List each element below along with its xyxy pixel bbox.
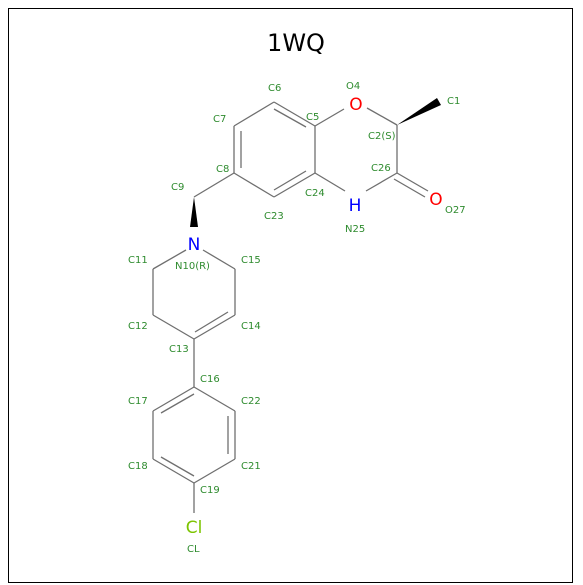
atom-label-c2: C2(S) xyxy=(368,131,396,142)
bond-n25-c24 xyxy=(314,172,346,192)
atom-label-c18: C18 xyxy=(128,461,148,472)
bond-c16-c17 xyxy=(152,386,195,412)
atom-labels: C1 C2(S) O4 C5 C6 C7 C8 C9 N10(R) C11 C1… xyxy=(128,81,466,555)
bond-c8-c9 xyxy=(193,172,235,198)
atom-label-c11: C11 xyxy=(128,255,148,266)
symbol-n10: N xyxy=(188,235,201,255)
wedge-c2-c1 xyxy=(397,98,441,125)
atom-label-c13: C13 xyxy=(169,344,189,355)
atom-label-c9: C9 xyxy=(171,182,184,193)
atom-label-c26: C26 xyxy=(371,163,391,174)
molecule-diagram: 1WQ xyxy=(128,29,466,555)
bond-c6-c7 xyxy=(233,101,275,127)
atom-label-c6: C6 xyxy=(268,83,281,94)
bond-c18-c19 xyxy=(152,458,195,484)
structure-panel: 1WQ xyxy=(8,8,573,583)
atom-label-n10: N10(R) xyxy=(175,261,210,272)
atom-label-c21: C21 xyxy=(241,461,261,472)
atom-label-o4: O4 xyxy=(346,81,360,92)
bond-c5-o4 xyxy=(314,108,345,127)
bond-n10-c11 xyxy=(152,249,187,270)
bond-c16-c17-inner xyxy=(160,393,195,414)
bond-c26-n25 xyxy=(365,172,398,192)
atom-label-c1: C1 xyxy=(447,96,460,107)
bond-c5-c6-inner xyxy=(273,108,307,128)
bond-c8-c23 xyxy=(233,172,275,198)
atom-label-c19: C19 xyxy=(200,485,220,496)
atom-label-c7: C7 xyxy=(213,114,226,125)
bond-c13-c14 xyxy=(193,314,236,340)
atom-label-c15: C15 xyxy=(241,255,261,266)
atom-label-c12: C12 xyxy=(128,321,148,332)
atom-label-c22: C22 xyxy=(241,396,261,407)
wedge-c9-n10 xyxy=(190,197,198,227)
symbol-o27: O xyxy=(429,190,442,210)
element-symbols: O O H N Cl xyxy=(186,95,443,538)
atom-label-c8: C8 xyxy=(216,164,229,175)
symbol-n25: H xyxy=(349,196,362,216)
bond-c26-o27-a xyxy=(396,172,429,192)
bond-o4-c2 xyxy=(366,107,398,126)
bond-c22-c16 xyxy=(193,386,236,412)
atom-label-c14: C14 xyxy=(241,321,261,332)
atom-label-c16: C16 xyxy=(200,374,220,385)
compound-title: 1WQ xyxy=(267,29,325,57)
bond-c19-c21 xyxy=(193,458,236,484)
bonds xyxy=(152,101,429,513)
atom-label-cl: CL xyxy=(187,544,200,555)
symbol-cl: Cl xyxy=(186,518,203,538)
bond-c26-o27-b xyxy=(393,178,426,198)
bond-c23-c24 xyxy=(273,172,316,198)
atom-label-c5: C5 xyxy=(306,112,319,123)
atom-label-c24: C24 xyxy=(305,188,325,199)
atom-label-o27: O27 xyxy=(445,205,466,216)
bond-c12-c13 xyxy=(152,314,195,340)
atom-label-c17: C17 xyxy=(128,396,148,407)
bond-c18-c19-inner xyxy=(160,456,195,477)
bond-c13-c14-inner xyxy=(194,311,229,333)
atom-label-c23: C23 xyxy=(264,211,284,222)
bond-n10-c15 xyxy=(202,249,236,270)
atom-label-n25: N25 xyxy=(345,224,365,235)
bond-c23-c24-inner xyxy=(273,170,307,191)
bond-c5-c6 xyxy=(273,101,316,127)
symbol-o4: O xyxy=(349,95,362,115)
